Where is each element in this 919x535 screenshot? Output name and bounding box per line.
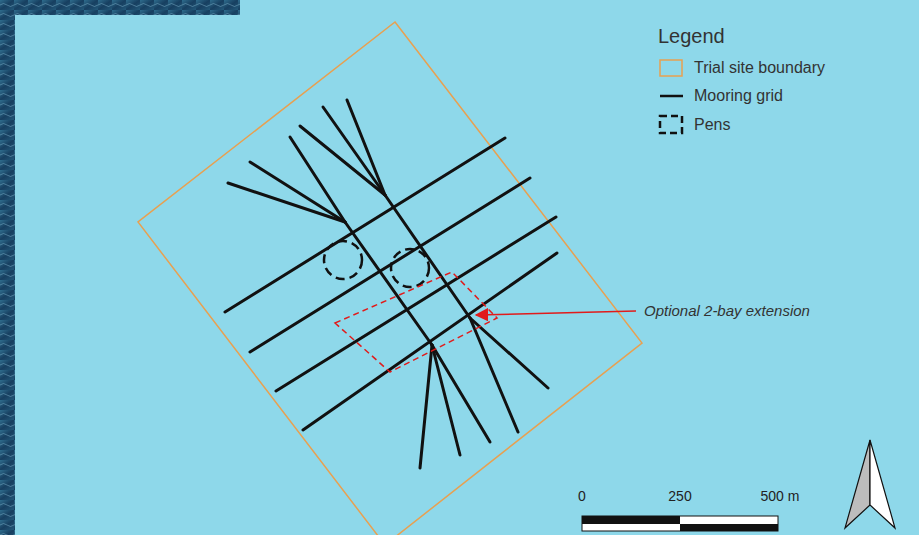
grid-swatch [660, 95, 683, 98]
callout-label: Optional 2-bay extension [644, 302, 810, 319]
scale-number: 250 [668, 488, 691, 504]
ocean-strip [0, 0, 240, 15]
legend-entry: Pens [694, 116, 730, 134]
legend-entry: Mooring grid [694, 87, 783, 105]
pen-swatch [660, 116, 682, 133]
ocean-strip [0, 0, 15, 535]
legend-title: Legend [658, 25, 725, 48]
extension-outline [335, 272, 497, 372]
mooring-grid [225, 100, 557, 468]
north-arrow [845, 440, 895, 528]
scale-bar [582, 516, 778, 531]
scale-number: 0 [578, 488, 586, 504]
pen-circle [324, 241, 362, 279]
scale-number: 500 m [761, 488, 800, 504]
boundary-swatch [660, 60, 682, 76]
leader-arrow [476, 311, 636, 315]
legend-entry: Trial site boundary [694, 59, 825, 77]
pen-circle [391, 249, 429, 287]
site-boundary [138, 22, 642, 535]
